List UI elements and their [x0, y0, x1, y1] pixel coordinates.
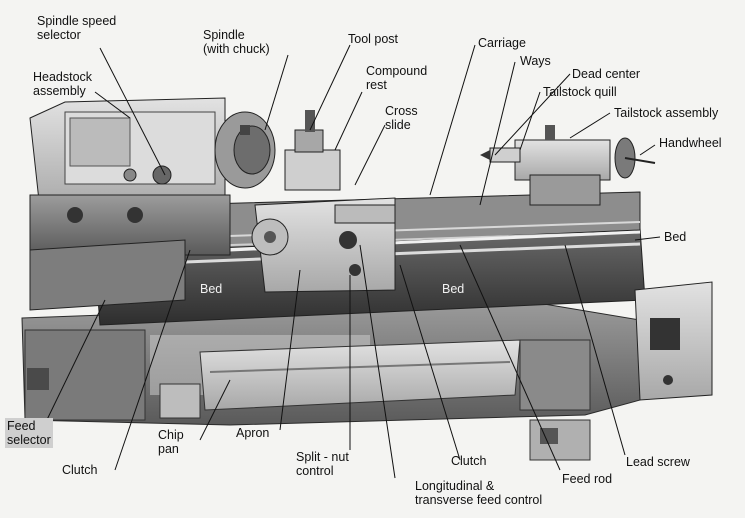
label-tool-post: Tool post	[348, 32, 399, 46]
label-split-nut-line2: control	[296, 464, 334, 478]
label-longitudinal-transverse-feed-control: Longitudinal & transverse feed control	[415, 479, 542, 507]
chip-pan	[199, 339, 521, 411]
label-carriage: Carriage	[478, 36, 526, 50]
label-tailstock-assembly: Tailstock assembly	[614, 106, 719, 120]
label-feed-rod: Feed rod	[562, 472, 613, 486]
label-dead-center: Dead center	[572, 67, 641, 81]
label-clutch-right: Clutch	[451, 454, 487, 468]
label-longitudinal-line2: transverse feed control	[415, 493, 543, 507]
label-compound-rest: Compound rest	[366, 64, 427, 92]
label-cross-slide: Cross slide	[385, 104, 418, 132]
label-bed-center-right: Bed	[442, 282, 465, 296]
label-cross-slide-line1: Cross	[385, 104, 418, 118]
label-lead-screw: Lead screw	[626, 455, 690, 469]
label-spindle-speed-selector: Spindle speed selector	[37, 14, 116, 42]
label-handwheel: Handwheel	[659, 136, 722, 150]
label-tailstock-quill: Tailstock quill	[543, 85, 617, 99]
label-ways: Ways	[520, 54, 551, 68]
label-bed-right: Bed	[664, 230, 687, 244]
label-apron: Apron	[236, 426, 270, 440]
label-feed-selector: Feed selector	[5, 418, 53, 448]
label-headstock-assembly: Headstock assembly	[33, 70, 92, 98]
tailstock	[480, 125, 656, 206]
label-feed-selector-line2: selector	[7, 433, 51, 447]
label-chip-pan-line1: Chip	[158, 428, 184, 442]
label-spindle-line2: (with chuck)	[203, 42, 270, 56]
label-chip-pan: Chip pan	[158, 428, 184, 456]
label-clutch-left: Clutch	[62, 463, 98, 477]
carriage-assembly	[251, 110, 396, 293]
label-spindle-speed-selector-line2: selector	[37, 28, 81, 42]
label-longitudinal-line1: Longitudinal &	[415, 479, 495, 493]
label-feed-selector-line1: Feed	[7, 419, 36, 433]
label-headstock-assembly-line2: assembly	[33, 84, 86, 98]
leader-lines	[41, 44, 661, 479]
label-spindle-with-chuck: Spindle (with chuck)	[203, 28, 270, 56]
headstock	[29, 97, 231, 311]
label-compound-rest-line2: rest	[366, 78, 387, 92]
label-bed-center-left: Bed	[200, 282, 223, 296]
label-spindle-line1: Spindle	[203, 28, 245, 42]
electrical-box	[634, 281, 713, 401]
label-split-nut-line1: Split - nut	[296, 450, 349, 464]
spindle-chuck	[214, 111, 276, 189]
label-cross-slide-line2: slide	[385, 118, 411, 132]
label-spindle-speed-selector-line1: Spindle speed	[37, 14, 117, 28]
label-headstock-assembly-line1: Headstock	[33, 70, 93, 84]
label-split-nut-control: Split - nut control	[296, 450, 349, 478]
label-chip-pan-line2: pan	[158, 442, 179, 456]
label-compound-rest-line1: Compound	[366, 64, 428, 78]
